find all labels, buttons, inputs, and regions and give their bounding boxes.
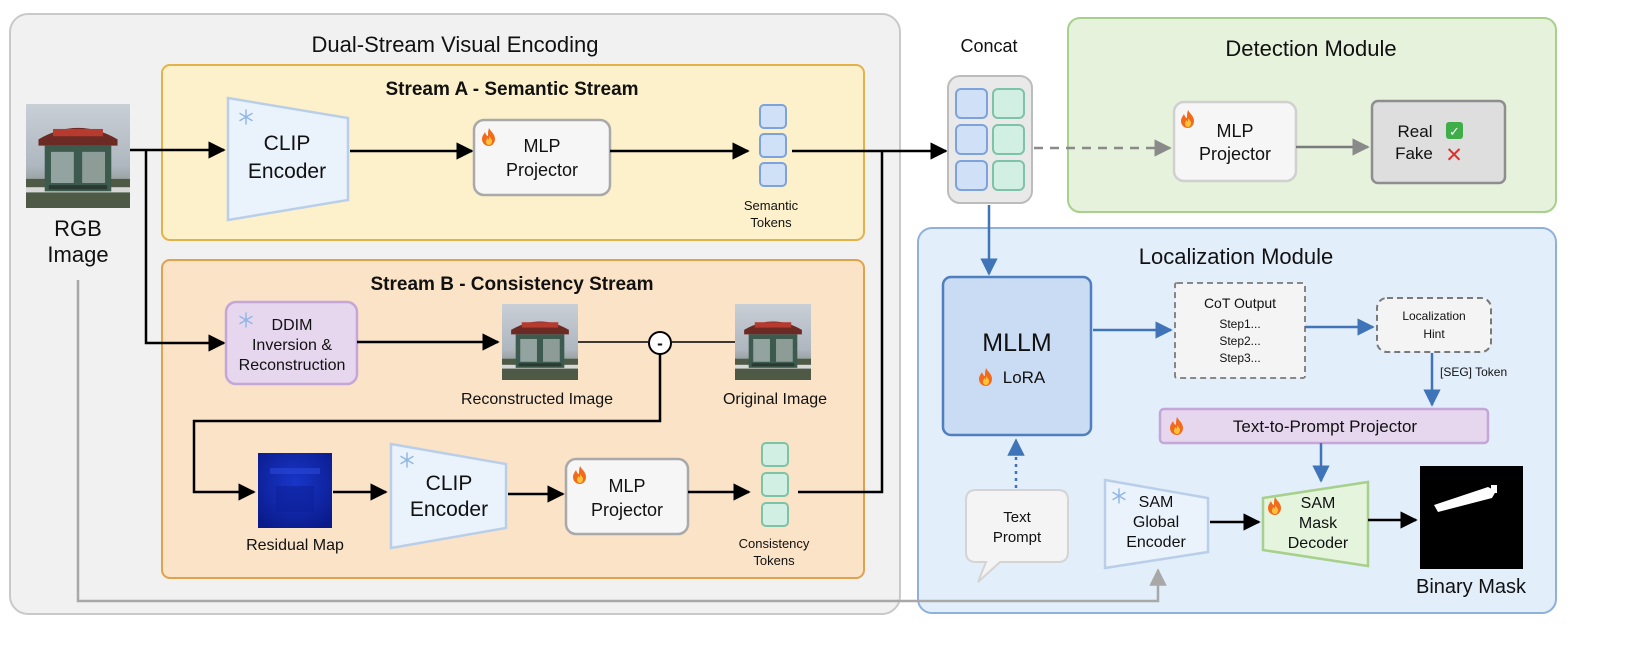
input-label-line1: RGB: [54, 216, 102, 241]
mlp-det-line1: MLP: [1216, 121, 1253, 141]
mlp-projector-a: [472, 118, 612, 197]
rgb-input-image: [26, 104, 130, 208]
real-label: Real: [1398, 122, 1433, 141]
seg-token-label: [SEG] Token: [1440, 365, 1507, 379]
concat-label: Concat: [960, 36, 1017, 56]
mllm-title: MLLM: [982, 329, 1051, 357]
stream-a-title: Stream A - Semantic Stream: [385, 79, 638, 100]
mlp-b-line1: MLP: [608, 476, 645, 496]
original-image: [735, 304, 811, 380]
mlp-det-line2: Projector: [1199, 144, 1271, 164]
original-image-label: Original Image: [723, 391, 827, 408]
hint-line1: Localization: [1402, 309, 1465, 323]
cot-title: CoT Output: [1204, 295, 1276, 311]
residual-map-image: [258, 453, 332, 528]
sam-encoder-line2: Global: [1133, 514, 1179, 531]
clip-b-line1: CLIP: [426, 472, 473, 495]
sam-encoder-line3: Encoder: [1126, 534, 1186, 551]
mlp-a-line1: MLP: [523, 136, 560, 156]
cross-icon: ✕: [1445, 143, 1463, 167]
text-prompt-line2: Prompt: [993, 529, 1042, 546]
mlp-b-line2: Projector: [591, 500, 663, 520]
mlp-projector-detection: [1172, 100, 1298, 183]
input-label-line2: Image: [47, 242, 108, 267]
arrow-subtract-to-residual: [192, 354, 662, 501]
reconstructed-image-label: Reconstructed Image: [461, 391, 613, 408]
text-prompt-line1: Text: [1003, 509, 1031, 526]
arrow-input-to-ddim: [144, 150, 226, 352]
subtract-symbol: -: [657, 334, 663, 353]
cot-step3: Step3...: [1219, 351, 1260, 365]
detection-module-title: Detection Module: [1225, 36, 1396, 61]
reconstructed-image: [502, 304, 578, 380]
semantic-tokens-line2: Tokens: [750, 215, 792, 230]
sam-decoder-line1: SAM: [1301, 495, 1336, 512]
check-icon-bg: [1446, 122, 1463, 139]
residual-map-label: Residual Map: [246, 537, 344, 554]
localization-module-title: Localization Module: [1139, 244, 1333, 269]
clip-encoder-a: [226, 96, 350, 222]
binary-mask-label: Binary Mask: [1416, 576, 1527, 598]
stream-b-title: Stream B - Consistency Stream: [371, 274, 654, 295]
mllm-box: [941, 275, 1093, 437]
mlp-projector-b: [564, 457, 690, 536]
sam-encoder-line1: SAM: [1139, 494, 1174, 511]
consistency-tokens-line1: Consistency: [739, 536, 810, 551]
ddim-line3: Reconstruction: [239, 357, 346, 374]
hint-line2: Hint: [1423, 327, 1445, 341]
real-fake-result-box: [1370, 99, 1507, 185]
semantic-tokens: [759, 104, 787, 187]
sam-mask-decoder: [1261, 480, 1370, 568]
cot-step1: Step1...: [1219, 317, 1260, 331]
check-icon: ✓: [1449, 125, 1460, 140]
clip-encoder-b: [389, 442, 508, 550]
arrow-input-to-sam-encoder: [76, 280, 1167, 603]
semantic-tokens-line1: Semantic: [744, 198, 799, 213]
ddim-line2: Inversion &: [252, 337, 332, 354]
clip-a-line2: Encoder: [248, 160, 326, 183]
dual-stream-title: Dual-Stream Visual Encoding: [312, 32, 599, 57]
localization-hint-box: [1376, 297, 1492, 353]
cot-step2: Step2...: [1219, 334, 1260, 348]
consistency-tokens: [761, 442, 789, 527]
t2p-label: Text-to-Prompt Projector: [1233, 417, 1418, 436]
sam-global-encoder: [1103, 478, 1210, 570]
binary-mask-image: [1420, 466, 1523, 569]
clip-b-line2: Encoder: [410, 498, 488, 521]
ddim-line1: DDIM: [272, 317, 313, 334]
mlp-a-line2: Projector: [506, 160, 578, 180]
arrow-consistency-tokens-to-concat: [798, 151, 884, 494]
concat-tokens: [955, 88, 1025, 191]
sam-decoder-line2: Mask: [1299, 515, 1338, 532]
fake-label: Fake: [1395, 144, 1433, 163]
text-to-prompt-projector: [1158, 407, 1490, 445]
consistency-tokens-line2: Tokens: [753, 553, 795, 568]
lora-label: LoRA: [1003, 368, 1046, 387]
text-prompt-bubble: [965, 489, 1069, 583]
cot-output-box: [1174, 282, 1306, 379]
clip-a-line1: CLIP: [264, 132, 311, 155]
sam-decoder-line3: Decoder: [1288, 535, 1349, 552]
